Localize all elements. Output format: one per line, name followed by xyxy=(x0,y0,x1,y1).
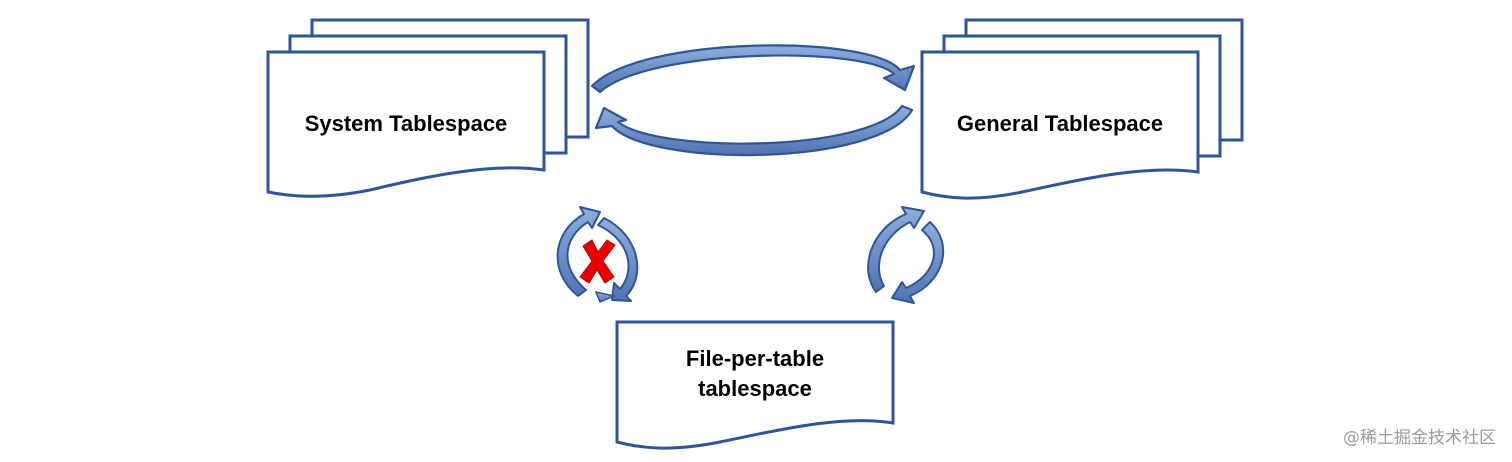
system-tablespace-node: System Tablespace xyxy=(266,18,590,198)
file-per-table-label-line2: tablespace xyxy=(698,376,812,401)
left-cycle-bottom-head xyxy=(594,290,617,303)
right-cycle-lower-arc xyxy=(891,221,945,304)
system-doc-front xyxy=(266,50,546,198)
system-file-cycle-arrow xyxy=(556,206,639,303)
right-cycle-upper-arc xyxy=(867,206,925,293)
upper-arc-arrow xyxy=(590,44,916,94)
lower-arc-arrow xyxy=(594,104,914,157)
file-per-table-doc xyxy=(615,320,895,450)
left-cycle-lower-arc xyxy=(597,217,639,302)
general-tablespace-label: General Tablespace xyxy=(957,111,1163,136)
left-cycle-upper-arc xyxy=(556,206,601,297)
watermark-text: @稀土掘金技术社区 xyxy=(1343,428,1496,448)
system-general-cycle-arrow xyxy=(590,44,916,157)
general-doc-front xyxy=(920,50,1200,200)
file-per-table-label-line1: File-per-table xyxy=(686,346,824,371)
general-tablespace-node: General Tablespace xyxy=(920,18,1244,200)
system-tablespace-label: System Tablespace xyxy=(305,111,508,136)
file-per-table-node: File-per-table tablespace xyxy=(615,320,895,450)
red-x-icon xyxy=(579,239,616,284)
general-file-cycle-arrow xyxy=(867,206,945,304)
